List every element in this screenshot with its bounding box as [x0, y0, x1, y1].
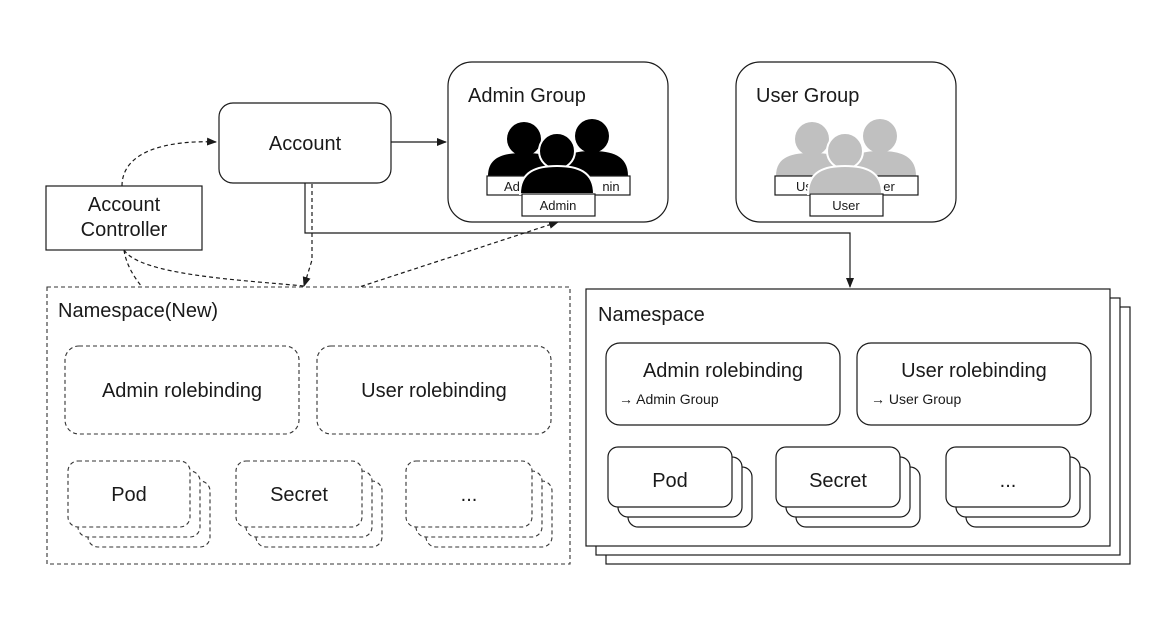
account-label: Account	[269, 133, 342, 155]
admin-person-icon-center	[518, 132, 596, 195]
namespace-admin-rolebinding-label: Admin rolebinding	[643, 360, 803, 382]
user-person-icon-center	[806, 132, 884, 195]
namespace-new-user-rolebinding-label: User rolebinding	[361, 380, 507, 402]
namespace-more-label: ...	[1000, 470, 1017, 492]
admin-group-title: Admin Group	[468, 85, 586, 107]
namespace-new-pod-stack: Pod	[67, 460, 211, 548]
namespace-new-title: Namespace(New)	[58, 300, 218, 322]
namespace-secret-label: Secret	[809, 470, 867, 492]
namespace-new-secret-label: Secret	[270, 484, 328, 506]
controller-to-account-dashed-arrow	[121, 137, 217, 187]
admin-group-node: Admin Group Adr nin Admin	[447, 61, 669, 223]
user-group-node: User Group Us er User	[735, 61, 957, 223]
user-group-title: User Group	[756, 85, 859, 107]
namespace-new-node: Namespace(New) Admin rolebinding User ro…	[46, 286, 571, 565]
namespace-new-more-label: ...	[461, 484, 478, 506]
namespace-node: Namespace Admin rolebinding → Admin Grou…	[585, 288, 1131, 565]
user-back-label-right: er	[883, 179, 895, 194]
namespace-new-secret-stack: Secret	[235, 460, 383, 548]
account-node: Account	[218, 102, 392, 184]
account-to-namespace-new-dashed-arrow	[302, 184, 313, 287]
namespace-pod-stack: Pod	[607, 446, 753, 528]
namespace-title: Namespace	[598, 304, 705, 326]
admin-member-label: Admin	[540, 198, 577, 213]
namespace-new-pod-label: Pod	[111, 484, 147, 506]
controller-to-namespace-new-dashed-arrow	[123, 249, 305, 287]
namespace-secret-stack: Secret	[775, 446, 921, 528]
namespace-user-rolebinding-target: → User Group	[871, 391, 961, 407]
namespace-user-rolebinding-label: User rolebinding	[901, 360, 1047, 382]
user-member-label: User	[832, 198, 860, 213]
account-controller-label-line2: Controller	[81, 219, 168, 241]
namespace-new-more-stack: ...	[405, 460, 553, 548]
account-controller-node: Account Controller	[45, 185, 203, 251]
namespace-pod-label: Pod	[652, 470, 688, 492]
namespace-admin-rolebinding-target: → Admin Group	[619, 391, 719, 407]
account-to-namespace-arrow	[304, 183, 854, 288]
namespace-new-admin-rolebinding-label: Admin rolebinding	[102, 380, 262, 402]
account-controller-label-line1: Account	[88, 194, 161, 216]
namespace-more-stack: ...	[945, 446, 1091, 528]
admin-back-label-right: nin	[602, 179, 619, 194]
